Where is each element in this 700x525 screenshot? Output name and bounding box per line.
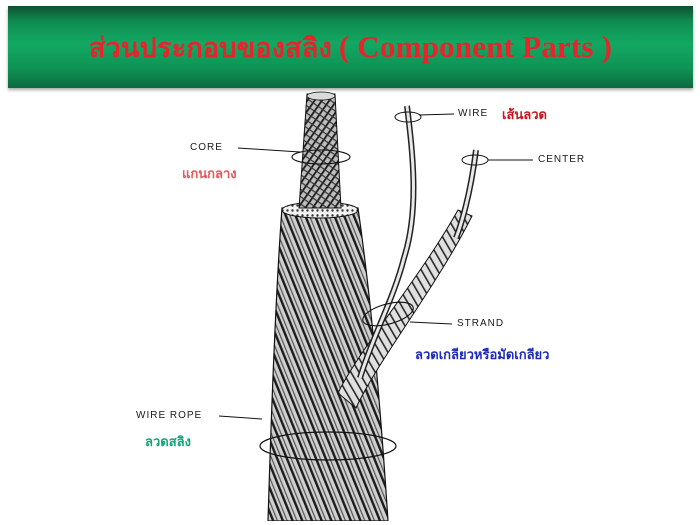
wire-rope-diagram: CORE แกนกลาง WIRE เส้นลวด CENTER STRAND …: [0, 88, 700, 521]
core-top: [307, 92, 335, 100]
wire-rope-label: WIRE ROPE: [136, 410, 202, 421]
wire-leader: [419, 114, 454, 115]
wire-rope-illustration: [0, 88, 700, 521]
wire-thai-label: เส้นลวด: [502, 104, 547, 125]
title-thai: ส่วนประกอบของสลิง: [89, 33, 332, 63]
core-thai-label: แกนกลาง: [182, 163, 237, 184]
wire-rope-leader: [219, 416, 262, 419]
strand-thai-label: ลวดเกลียวหรือมัดเกลียว: [415, 344, 549, 365]
wire-rope-thai-label: ลวดสลิง: [145, 431, 191, 452]
core-label: CORE: [190, 142, 223, 153]
strand-leader: [410, 322, 452, 324]
page-title: ส่วนประกอบของสลิง ( Component Parts ): [89, 26, 612, 69]
strand-label: STRAND: [457, 318, 504, 329]
core-leader: [238, 148, 300, 152]
title-english: ( Component Parts ): [339, 29, 612, 64]
title-banner: ส่วนประกอบของสลิง ( Component Parts ): [8, 6, 693, 88]
center-label: CENTER: [538, 154, 585, 165]
wire-label: WIRE: [458, 108, 488, 119]
